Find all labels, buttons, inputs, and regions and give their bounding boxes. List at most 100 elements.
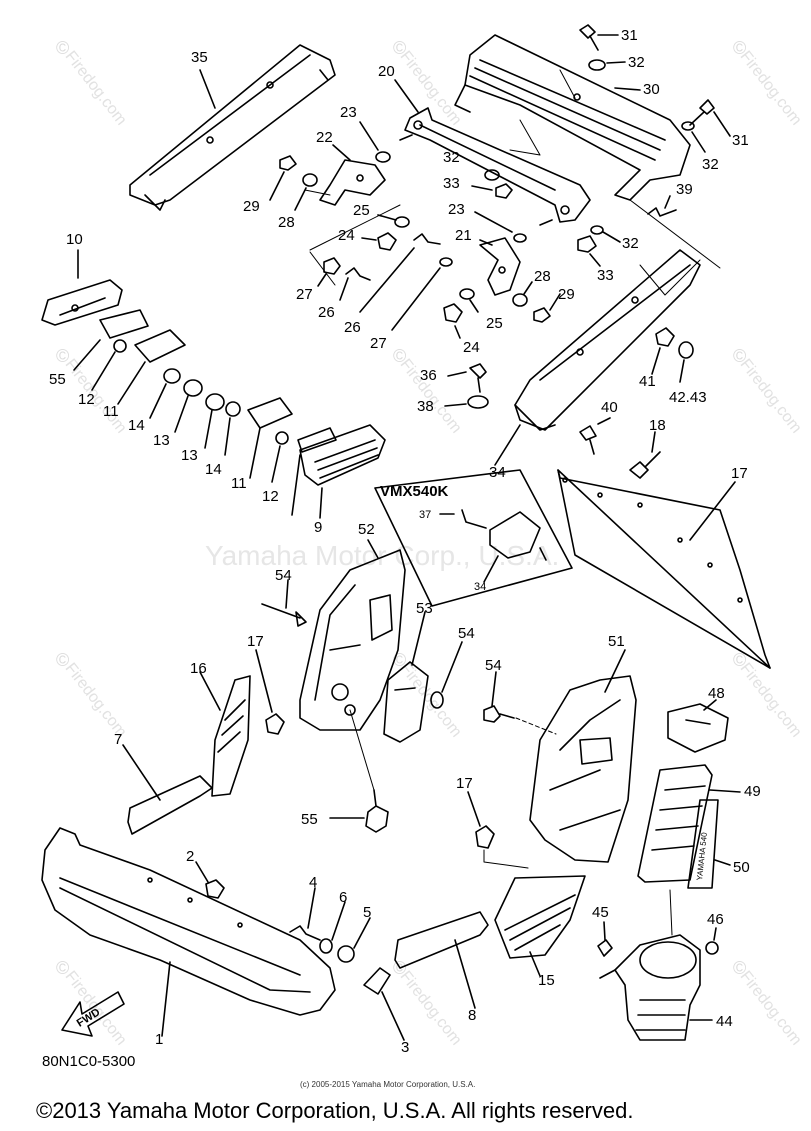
part-53-washer bbox=[430, 691, 444, 709]
part-19-rivet bbox=[629, 451, 661, 479]
callout-3: 3 bbox=[401, 1039, 410, 1056]
callout-45: 46 bbox=[707, 911, 724, 928]
part-8-panel bbox=[394, 911, 489, 969]
part-2-nut bbox=[205, 879, 225, 899]
leader-14a bbox=[149, 383, 167, 419]
leader-27a bbox=[317, 273, 327, 287]
callout-26: 26 bbox=[344, 319, 361, 336]
leader-45 bbox=[713, 927, 717, 941]
callout-21: 21 bbox=[455, 227, 472, 244]
callout-14: 14 bbox=[205, 461, 222, 478]
callout-27: 27 bbox=[296, 286, 313, 303]
leader-33a bbox=[471, 185, 493, 191]
fine-print-copyright: (c) 2005-2015 Yamaha Motor Corporation, … bbox=[300, 1080, 476, 1089]
part-27-washer bbox=[439, 257, 453, 267]
callout-10: 10 bbox=[66, 231, 83, 248]
callout-46: 48 bbox=[708, 685, 725, 702]
watermark-copyright-icon: © bbox=[393, 38, 407, 58]
part-37-washer bbox=[467, 395, 489, 409]
part-23-washer bbox=[375, 151, 391, 163]
callout-32: 32 bbox=[628, 54, 645, 71]
callout-44: 45 bbox=[592, 904, 609, 921]
part-49-inner-panel bbox=[529, 675, 637, 863]
part-20-bracket-arm bbox=[399, 107, 591, 226]
leader-11a bbox=[117, 361, 146, 405]
part-51-bracket bbox=[383, 661, 429, 743]
part-12-bushing bbox=[275, 431, 289, 445]
part-54-bolt bbox=[483, 705, 515, 723]
leader-17a bbox=[255, 649, 273, 713]
leader-23b bbox=[474, 211, 513, 233]
part-17-clip bbox=[475, 825, 495, 849]
leader-32a bbox=[606, 61, 626, 64]
leader-7 bbox=[122, 744, 161, 801]
part-13-nut bbox=[183, 379, 203, 397]
leader-12a bbox=[91, 351, 116, 391]
callout-51: 53 bbox=[416, 600, 433, 617]
part-14-washer bbox=[163, 368, 181, 384]
leader-29b bbox=[549, 293, 561, 311]
callout-42-43: 44 bbox=[716, 1013, 733, 1030]
callout-29: 29 bbox=[243, 198, 260, 215]
part-22-bracket bbox=[319, 159, 386, 206]
part-24-nut bbox=[443, 303, 463, 323]
leader-28b bbox=[523, 281, 533, 295]
callout-2: 2 bbox=[186, 848, 195, 865]
part-7-panel bbox=[127, 775, 213, 835]
leader-51 bbox=[411, 611, 426, 666]
part-17-clip bbox=[265, 713, 285, 735]
leader-8 bbox=[454, 939, 476, 1009]
leader-20 bbox=[394, 79, 419, 113]
callout-49: 51 bbox=[608, 633, 625, 650]
leader-32b bbox=[691, 131, 706, 153]
leader-16 bbox=[199, 671, 221, 711]
leader-3 bbox=[381, 991, 405, 1041]
callout-54: 54 bbox=[485, 657, 502, 674]
leader-53 bbox=[441, 641, 463, 693]
callout-33: 33 bbox=[443, 175, 460, 192]
part-32-washer bbox=[588, 59, 606, 71]
watermark-copyright-icon: © bbox=[56, 958, 70, 978]
part-29-spacer bbox=[279, 155, 297, 171]
leader-12b bbox=[271, 445, 281, 483]
part-47-duct bbox=[637, 764, 713, 883]
leader-27b bbox=[391, 267, 441, 331]
assembly-line bbox=[349, 709, 375, 791]
part-26-bolt bbox=[413, 233, 441, 245]
part-35-rail bbox=[129, 44, 336, 211]
part-15-corrugated-boot bbox=[494, 875, 586, 959]
callout-40: 41 bbox=[639, 373, 656, 390]
part-30-bracket bbox=[454, 34, 691, 201]
callout-28: 28 bbox=[278, 214, 295, 231]
callout-35: 35 bbox=[191, 49, 208, 66]
callout-15: 15 bbox=[538, 972, 555, 989]
leader-25a bbox=[377, 214, 397, 221]
callout-12: 12 bbox=[262, 488, 279, 505]
leader-34b bbox=[483, 555, 499, 583]
part-55-pad bbox=[99, 309, 149, 339]
part-33-nut bbox=[577, 235, 597, 253]
callout-6: 6 bbox=[339, 889, 348, 906]
part-11-block bbox=[247, 397, 293, 429]
callout-11: 11 bbox=[103, 403, 119, 420]
callout-25: 25 bbox=[486, 315, 503, 332]
part-34-rail bbox=[514, 249, 701, 431]
callout-32: 32 bbox=[622, 235, 639, 252]
callout-4: 4 bbox=[309, 874, 318, 891]
callout-22: 22 bbox=[316, 129, 333, 146]
leader-14b bbox=[224, 417, 231, 456]
part-44-screw bbox=[597, 939, 613, 957]
part-4-bolt bbox=[289, 925, 321, 941]
leader-36 bbox=[447, 371, 467, 377]
callout-20: 20 bbox=[378, 63, 395, 80]
callout-16: 16 bbox=[190, 660, 207, 677]
callout-38: 40 bbox=[601, 399, 618, 416]
part-9-grip bbox=[299, 424, 386, 486]
callout-55: 55 bbox=[49, 371, 66, 388]
part-11-block bbox=[134, 329, 186, 363]
part-39-bolt bbox=[647, 207, 677, 217]
leader-11b bbox=[249, 427, 261, 479]
callout-7: 7 bbox=[114, 731, 123, 748]
part-31-bolt-top bbox=[579, 24, 599, 51]
